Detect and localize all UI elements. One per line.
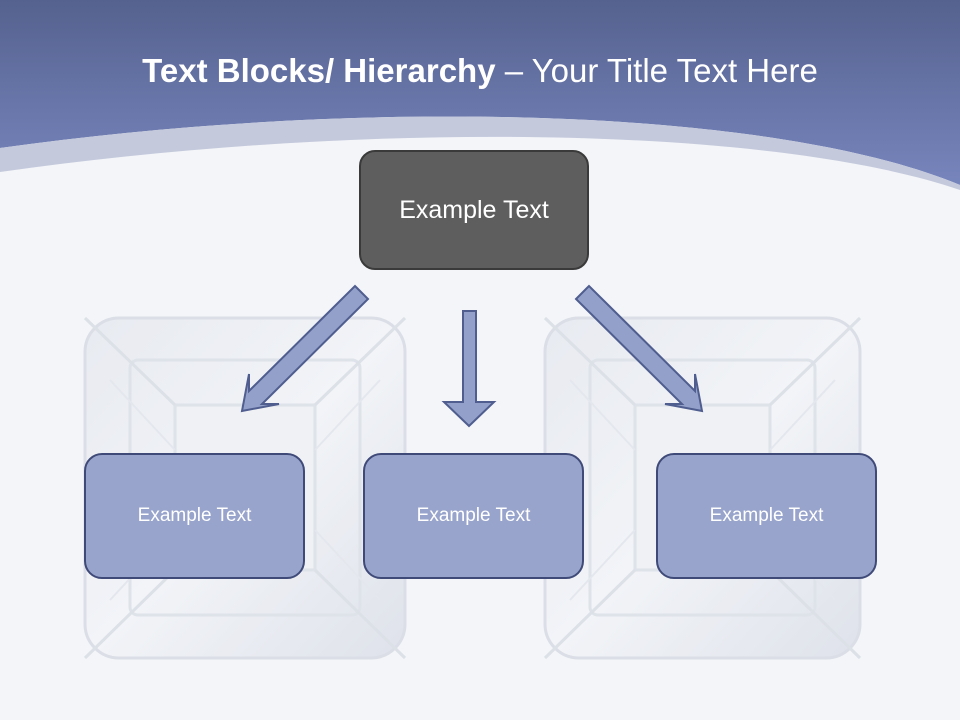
hierarchy-child-box-left: Example Text (84, 453, 305, 579)
slide-title-rest: Your Title Text Here (531, 52, 818, 89)
hierarchy-child-label: Example Text (416, 505, 531, 526)
hierarchy-child-box-center: Example Text (363, 453, 584, 579)
slide-title: Text Blocks/ Hierarchy – Your Title Text… (0, 52, 960, 100)
hierarchy-top-box: Example Text (359, 150, 589, 270)
arrow-down-left (240, 284, 370, 413)
hierarchy-child-label: Example Text (137, 505, 252, 526)
arrow-down-right (574, 284, 704, 413)
header-band (0, 0, 960, 185)
slide-title-bold: Text Blocks/ Hierarchy (142, 52, 496, 89)
header-swoosh (0, 116, 960, 190)
hierarchy-child-box-right: Example Text (656, 453, 877, 579)
hierarchy-child-label: Example Text (709, 505, 824, 526)
hierarchy-top-label: Example Text (399, 195, 549, 224)
arrow-down-center (441, 310, 497, 428)
slide-title-dash: – (495, 52, 532, 89)
